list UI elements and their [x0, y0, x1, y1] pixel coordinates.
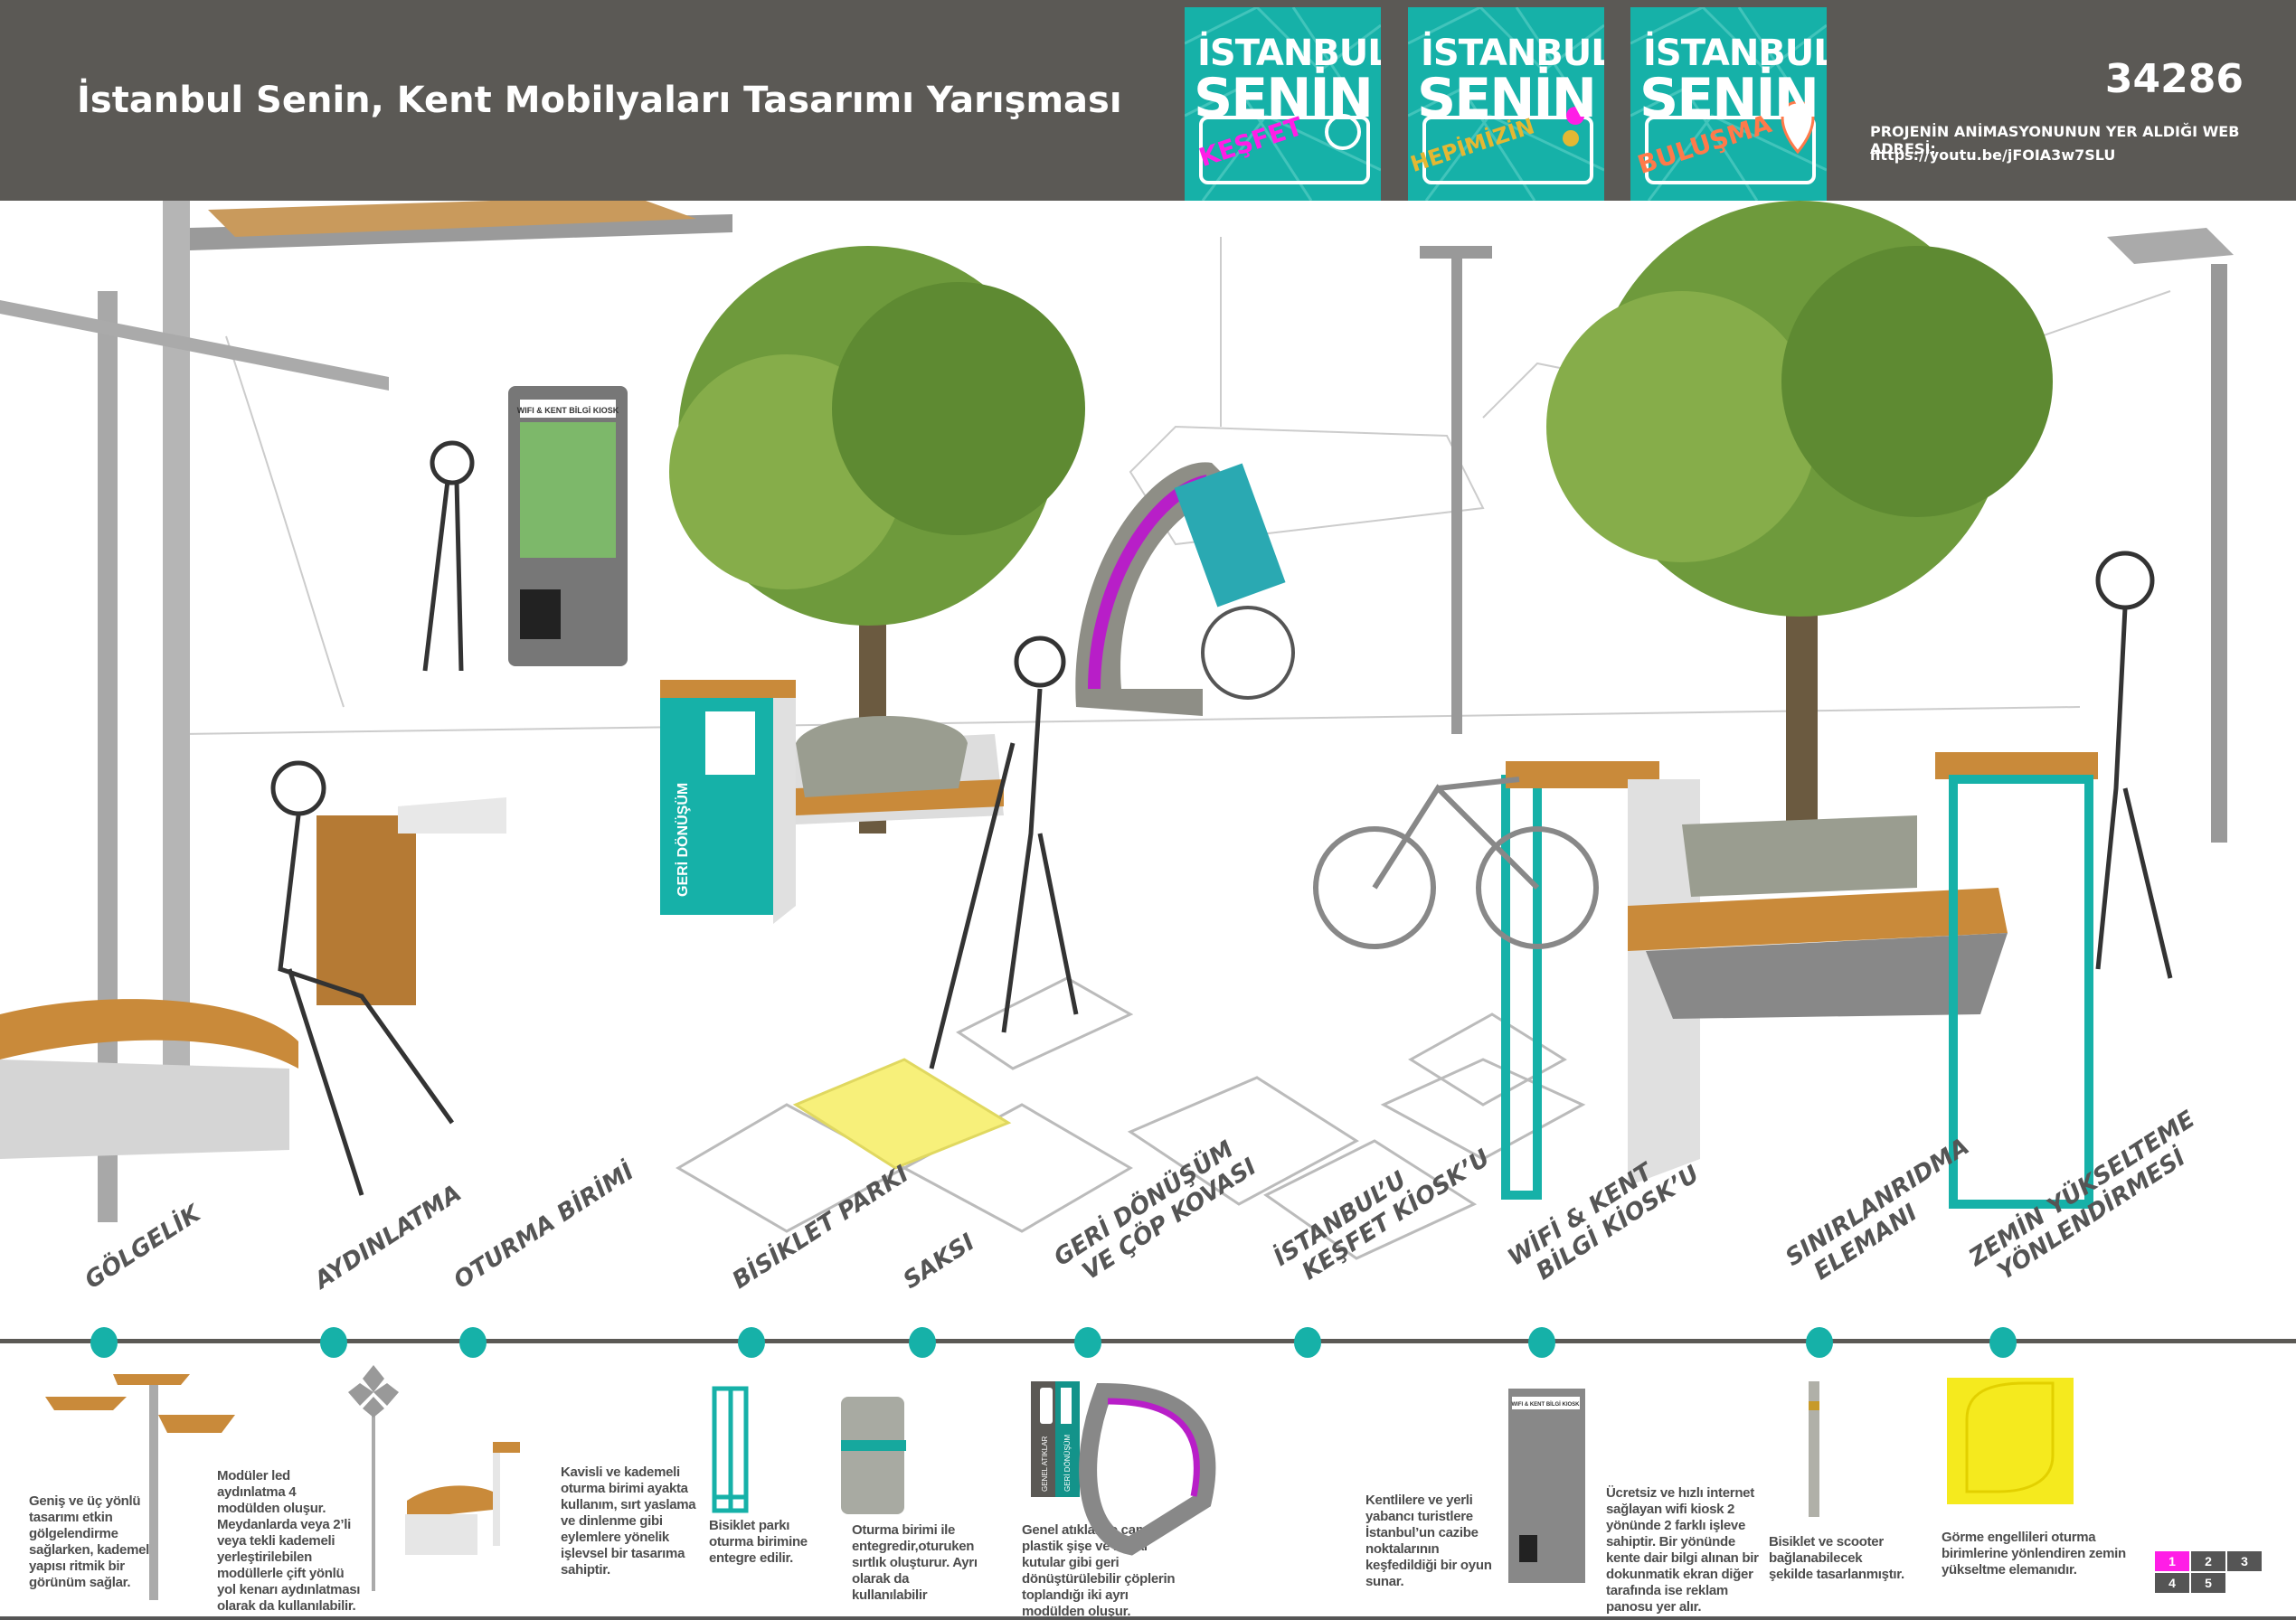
- timeline-dot[interactable]: [459, 1327, 487, 1358]
- svg-text:WIFI & KENT BİLGİ KIOSK: WIFI & KENT BİLGİ KIOSK: [517, 406, 619, 415]
- item-description: Oturma birimi ile entegredir,oturuken sı…: [852, 1522, 978, 1603]
- explore-kiosk-product: [1079, 1382, 1216, 1556]
- page-5-button[interactable]: 5: [2191, 1573, 2225, 1593]
- timeline-dot[interactable]: [320, 1327, 347, 1358]
- timeline-dot[interactable]: [1806, 1327, 1833, 1358]
- item-description: Bisiklet ve scooter bağlanabilecek şekil…: [1769, 1534, 1904, 1582]
- bicycle: [1313, 777, 1599, 949]
- project-number: 34286: [2104, 56, 2244, 102]
- page-1-button[interactable]: 1: [2155, 1551, 2189, 1571]
- street-furniture-scene: WIFI & KENT BİLGİ KIOSK GERİ DÖNÜŞÜM: [0, 201, 2234, 1260]
- timeline-dot[interactable]: [1989, 1327, 2017, 1358]
- page-title: İstanbul Senin, Kent Mobilyaları Tasarım…: [77, 80, 1122, 121]
- item-description: Bisiklet parkı oturma birimine entegre e…: [709, 1518, 808, 1566]
- timeline-dot[interactable]: [909, 1327, 936, 1358]
- item-description: Kentlilere ve yerli yabancı turistlere İ…: [1365, 1493, 1492, 1589]
- timeline-line: [0, 1339, 2296, 1343]
- item-description: Görme engellileri oturma birimlerine yön…: [1942, 1530, 2126, 1578]
- svg-text:GENEL ATIKLAR: GENEL ATIKLAR: [1041, 1436, 1049, 1492]
- bench-left: [0, 797, 506, 1159]
- bollard-product: [1809, 1381, 1819, 1517]
- street-lamps: [1420, 228, 2234, 843]
- item-description: Kavisli ve kademeli oturma birimi ayakta…: [561, 1465, 696, 1578]
- seat-product: [405, 1442, 520, 1555]
- lamp-product: [348, 1365, 399, 1591]
- svg-text:WIFI & KENT BİLGİ KIOSK: WIFI & KENT BİLGİ KIOSK: [1512, 1401, 1581, 1408]
- product-illustrations: GENEL ATIKLAR GERİ DÖNÜŞÜM WIFI & KENT Bİ…: [45, 1365, 2074, 1600]
- logo-kesfet: İSTANBUL SENİN KEŞFET: [1185, 7, 1381, 201]
- logo-bulusma: İSTANBUL SENİN BULUŞMA: [1630, 7, 1827, 201]
- web-address-link[interactable]: https://youtu.be/jFOIA3w7SLU: [1870, 146, 2116, 164]
- bike-park-product: [712, 1386, 749, 1513]
- trees: [669, 201, 2053, 861]
- planter-product: [841, 1397, 906, 1514]
- people-sketches: [270, 440, 2173, 1196]
- timeline-dot[interactable]: [738, 1327, 765, 1358]
- logo-hepimizin: İSTANBUL SENİN HEPİMİZİN: [1408, 7, 1604, 201]
- recycle-bin-scene: GERİ DÖNÜŞÜM: [660, 680, 1004, 924]
- item-description: Modüler led aydınlatma 4 modülden oluşur…: [217, 1468, 361, 1614]
- shade-structure: [0, 201, 732, 1222]
- web-address-label: PROJENİN ANİMASYONUNUN YER ALDIĞI WEB AD…: [1870, 123, 2240, 157]
- bench-right: [1501, 752, 2098, 1209]
- header-bar: İstanbul Senin, Kent Mobilyaları Tasarım…: [0, 0, 2296, 201]
- page-3-button[interactable]: 3: [2227, 1551, 2262, 1571]
- shade-product: [45, 1374, 235, 1600]
- item-description: Geniş ve üç yönlü tasarımı etkin gölgele…: [29, 1493, 153, 1590]
- svg-text:GERİ DÖNÜŞÜM: GERİ DÖNÜŞÜM: [1063, 1435, 1072, 1492]
- svg-text:GERİ DÖNÜŞÜM: GERİ DÖNÜŞÜM: [674, 783, 691, 897]
- timeline-dot[interactable]: [1294, 1327, 1321, 1358]
- timeline-dot[interactable]: [1528, 1327, 1555, 1358]
- wifi-kiosk-product: WIFI & KENT BİLGİ KIOSK: [1508, 1389, 1585, 1583]
- tactile-tile-product: [1947, 1378, 2074, 1504]
- wifi-kiosk-scene: WIFI & KENT BİLGİ KIOSK: [508, 386, 628, 666]
- item-description: Ücretsiz ve hızlı internet sağlayan wifi…: [1606, 1485, 1759, 1615]
- bin-product: GENEL ATIKLAR GERİ DÖNÜŞÜM: [1031, 1381, 1080, 1497]
- page-4-button[interactable]: 4: [2155, 1573, 2189, 1593]
- tactile-tile-highlight: [792, 1058, 1012, 1170]
- bottom-border: [0, 1616, 2296, 1620]
- page-2-button[interactable]: 2: [2191, 1551, 2225, 1571]
- explore-kiosk-scene: [1075, 462, 1295, 716]
- timeline-dot[interactable]: [90, 1327, 118, 1358]
- timeline-dot[interactable]: [1074, 1327, 1101, 1358]
